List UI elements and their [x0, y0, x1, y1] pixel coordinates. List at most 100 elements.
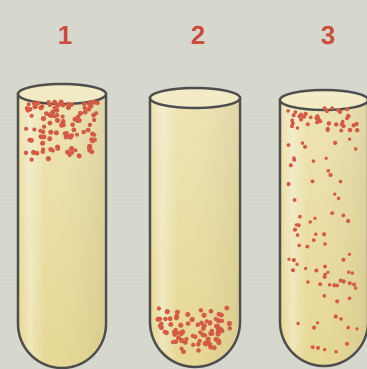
tube-1-dot [81, 130, 86, 135]
tube-2-dot [183, 340, 188, 345]
tube-1-dot [70, 122, 75, 127]
tube-2-dot [176, 335, 181, 340]
tube-3-dot [355, 122, 359, 126]
tube-3-dot [334, 122, 338, 126]
tube-1-dot [41, 116, 46, 121]
tube-1-dot [74, 148, 78, 152]
tube-3-dot [355, 128, 359, 132]
tube-3-dot [292, 156, 295, 159]
tube-3-dot [311, 345, 315, 349]
tube-2-dot [212, 345, 217, 350]
tube-3-dot [348, 253, 351, 256]
tube-1-dot [42, 125, 46, 129]
tube-3-dot [287, 258, 290, 261]
tube-3-dot [296, 126, 300, 130]
tube-1-dot [87, 144, 92, 149]
tube-2-dot [227, 321, 232, 326]
tube-3-dot [323, 265, 327, 269]
tube-3-dot [305, 245, 309, 249]
tube-2-dot [174, 328, 178, 332]
tube-3-dot [351, 271, 354, 274]
tube-3-dot [314, 116, 318, 120]
tube-1-dot [41, 147, 45, 151]
tube-3-dot [314, 233, 317, 236]
tube-3-dot [315, 120, 319, 124]
tube-1-dot [75, 119, 79, 123]
tube-3-dot [289, 163, 293, 167]
tube-1-dot [24, 151, 28, 155]
tube-2-dot [219, 328, 224, 333]
tube-2-dot [168, 316, 173, 321]
tube-2-dot [191, 343, 195, 347]
tube-2-dot [228, 326, 232, 330]
tube-1-dot [29, 138, 34, 143]
tube-3-dot [341, 124, 345, 128]
tube-3-dot [290, 124, 294, 128]
tube-2-dot [158, 317, 162, 321]
tube-3-dot [295, 263, 298, 266]
tube-2-dot [168, 322, 173, 327]
tube-3-dot [348, 281, 352, 285]
tube-3-dot [323, 275, 327, 279]
tube-1-dot [47, 100, 51, 104]
tube-1-dot [24, 127, 28, 131]
tube-1-dot [75, 133, 79, 137]
tube-3-dot [292, 258, 296, 262]
tube-1-dot [26, 108, 31, 113]
tube-2-dot [178, 331, 183, 336]
tube-1-dot [47, 136, 52, 141]
tube-3-dot [292, 113, 296, 117]
tube-1-dot [56, 146, 61, 151]
tube-3-dot [293, 198, 297, 202]
tube-1-dot [36, 101, 40, 105]
tube-3-dot [335, 299, 339, 303]
tube-2-dot [196, 348, 201, 353]
tube-2-dot [224, 306, 229, 311]
tube-2-dot [197, 339, 201, 343]
tube-3-dot [312, 238, 316, 242]
tube-3-dot [323, 348, 326, 351]
tube-3-dot [352, 283, 356, 287]
tube-3-dot [341, 214, 345, 218]
tube-3-dot [313, 217, 316, 220]
tube-3-dot [345, 342, 349, 346]
tube-2-dot [163, 317, 167, 321]
tube-3-dot [355, 327, 358, 330]
tube-1-dot [27, 102, 31, 106]
tube-3-dot [339, 317, 343, 321]
tube-1-dot [89, 103, 93, 107]
tube-3-dot [306, 280, 309, 283]
tube-2-dot [180, 347, 184, 351]
tube-3-dot [328, 283, 331, 286]
tube-1-dot [41, 130, 46, 135]
tube-1-dot [48, 121, 53, 126]
tube-3-dot [312, 326, 316, 330]
tube-3-dot [347, 271, 350, 274]
tube-1-dot [49, 114, 54, 119]
tube-1-dot [69, 133, 74, 138]
tube-3-dot [298, 215, 302, 219]
tube-1: 1 [18, 20, 106, 368]
tube-2-glass-shade [152, 99, 238, 365]
tube-3-dot [301, 141, 304, 144]
tube-1-dot [40, 141, 45, 146]
tube-3-dot [326, 271, 329, 274]
tube-1-dot [52, 100, 57, 105]
tube-3-dot [303, 145, 307, 149]
tube-1-dot [95, 101, 99, 105]
tube-3-dot [339, 180, 343, 184]
tube-3-dot [327, 169, 331, 173]
tube-1-dot [55, 118, 60, 123]
tube-2-dot [159, 325, 164, 330]
tube-1-dot [83, 106, 87, 110]
tube-2-dot [206, 337, 211, 342]
tube-1-dot [90, 138, 95, 143]
tube-3-dot [316, 321, 319, 324]
tube-2-dot [208, 320, 212, 324]
tube-2-dot [202, 313, 207, 318]
tube-3-dot [286, 109, 290, 113]
tube-3-dot [293, 228, 297, 232]
tube-2-dot [209, 309, 214, 314]
